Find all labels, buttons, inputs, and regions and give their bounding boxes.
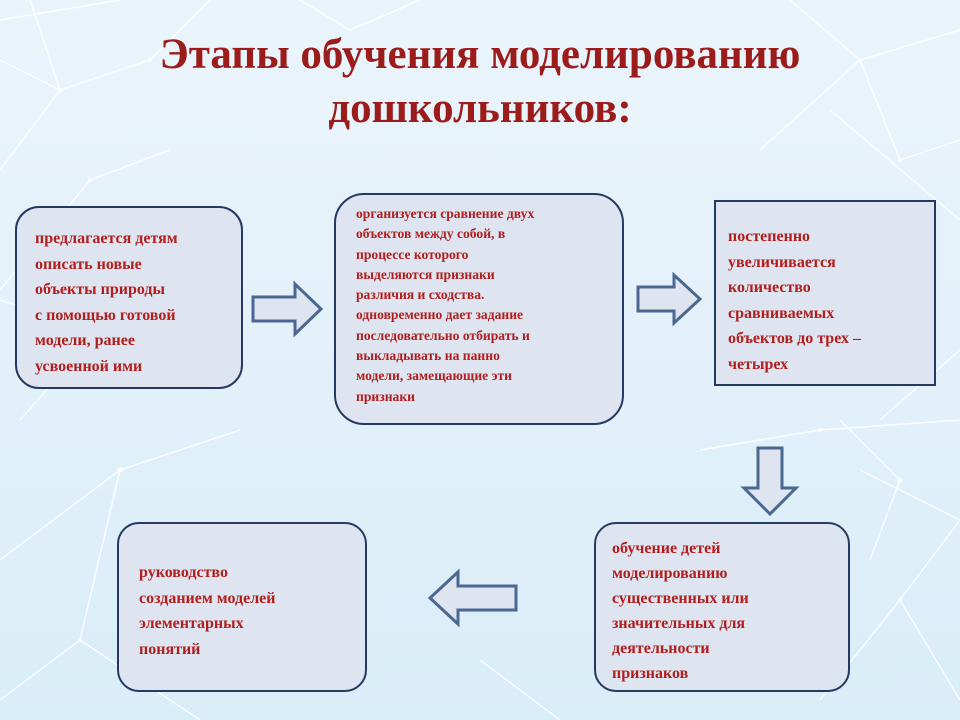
stage-2-text-line: объектов между собой, в (356, 226, 506, 242)
stage-4-text-line: признаков (612, 665, 689, 682)
stage-1-text-line: описать новые (35, 255, 142, 273)
stage-2-text-line: процессе которого (356, 246, 469, 262)
stage-5-box: руководство созданием моделей элементарн… (117, 522, 367, 692)
page-title: Этапы обучения моделированию дошкольнико… (0, 28, 960, 136)
stage-4-text-line: деятельности (612, 640, 710, 657)
stage-2-text-line: модели, замещающие эти (356, 368, 512, 384)
stage-2-text-line: выделяются признаки (356, 266, 495, 282)
stage-1-box: предлагается детям описать новые объекты… (15, 206, 243, 389)
arrow-right-icon (251, 280, 324, 338)
stage-2-text-line: выкладывать на панно (356, 348, 500, 364)
stage-3-box: постепенно увеличивается количество срав… (714, 200, 936, 386)
stage-3-text-line: объектов до трех – (728, 330, 861, 347)
stage-2-text-line: одновременно дает задание (356, 307, 524, 323)
stage-5-text-line: элементарных (139, 615, 244, 632)
stage-2-text-line: признаки (356, 388, 415, 404)
arrow-right-icon (636, 271, 703, 327)
stage-3-text-line: постепенно (728, 228, 811, 245)
stage-1-text-line: объекты природы (35, 281, 165, 298)
stage-3-text-line: сравниваемых (728, 304, 835, 322)
stage-5-text-line: созданием моделей (139, 589, 276, 607)
stage-3-text-line: увеличивается (728, 253, 836, 271)
stage-4-text-line: существенных или (612, 590, 749, 607)
arrow-down-icon (740, 446, 800, 517)
stage-5-text-line: руководство (139, 564, 228, 581)
stage-2-box: организуется сравнение двух объектов меж… (334, 193, 624, 425)
stage-1-text-line: усвоенной ими (35, 357, 143, 375)
page-title-line-1: Этапы обучения моделированию (159, 31, 801, 78)
stage-1-text-line: модели, ранее (35, 332, 135, 349)
stage-3-text-line: количество (728, 279, 811, 296)
stage-2-text-line: организуется сравнение двух (356, 206, 535, 221)
stage-4-text-line: обучение детей (612, 540, 721, 557)
stage-2-text-line: различия и сходства. (356, 287, 485, 303)
stage-4-text-line: значительных для (612, 615, 746, 632)
stage-2-text-line: последовательно отбирать и (356, 327, 530, 343)
page-title-line-2: дошкольников: (328, 85, 632, 132)
stage-4-box: обучение детей моделированию существенны… (594, 522, 850, 692)
arrow-left-icon (427, 568, 518, 628)
stage-4-text-line: моделированию (612, 565, 728, 582)
stage-5-text-line: понятий (139, 640, 201, 658)
stage-3-text-line: четырех (728, 355, 789, 373)
stage-1-text-line: с помощью готовой (35, 306, 176, 324)
stage-1-text-line: предлагается детям (35, 230, 178, 247)
